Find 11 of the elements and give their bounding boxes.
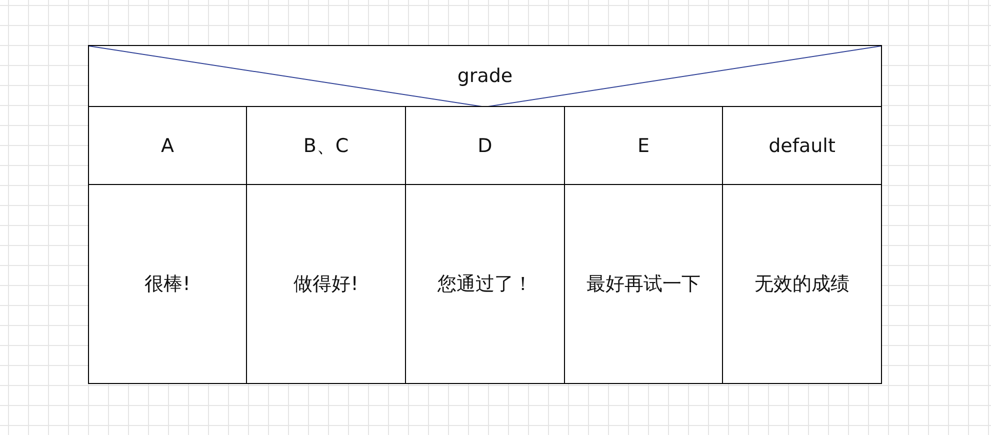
action-cell: 最好再试一下	[564, 184, 723, 384]
action-cell: 做得好!	[246, 184, 406, 384]
case-cell: D	[405, 106, 565, 186]
case-cell: E	[564, 106, 723, 186]
action-cell: 您通过了！	[405, 184, 565, 384]
action-cell: 很棒!	[88, 184, 247, 384]
case-cell: A	[88, 106, 247, 186]
case-cell: default	[722, 106, 882, 186]
action-cell: 无效的成绩	[722, 184, 882, 384]
switch-header: grade	[88, 45, 882, 108]
case-cell: B、C	[246, 106, 406, 186]
